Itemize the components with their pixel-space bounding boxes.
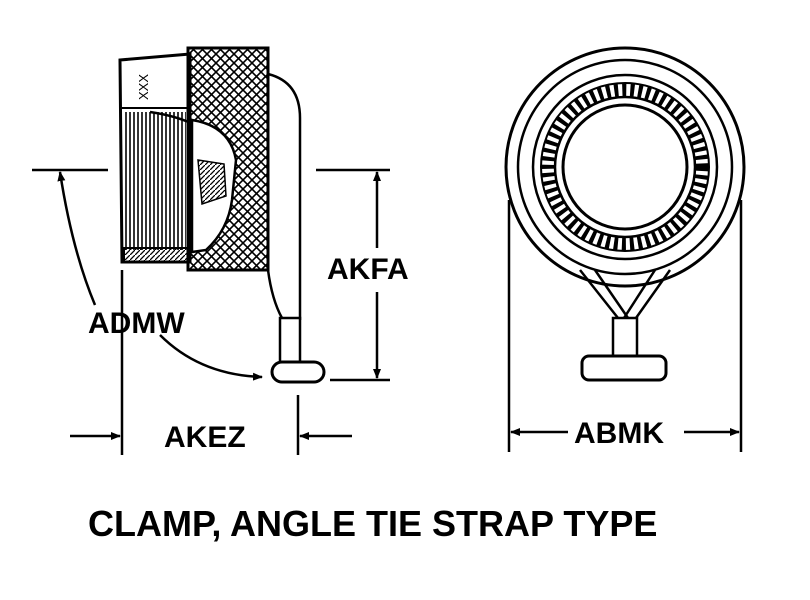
front-dimensions [507, 200, 743, 452]
strap-legs [579, 269, 672, 319]
figure-caption: CLAMP, ANGLE TIE STRAP TYPE [88, 503, 657, 544]
dim-abmk-label: ABMK [574, 417, 664, 450]
thread-band [124, 112, 186, 250]
part-marking: XXX [136, 74, 151, 100]
front-view [504, 46, 746, 382]
serration-ring [541, 83, 709, 251]
inner-bore [561, 103, 689, 231]
dim-admw-label: ADMW [88, 307, 185, 340]
dim-akfa-label: AKFA [327, 253, 409, 286]
front-foot [580, 354, 668, 382]
strap-post [278, 316, 302, 366]
side-dimensions [32, 168, 390, 455]
strap-foot [270, 360, 326, 384]
front-post [611, 316, 639, 360]
strap-arm [267, 72, 302, 320]
dim-akez-label: AKEZ [164, 421, 246, 454]
side-view [118, 46, 326, 384]
